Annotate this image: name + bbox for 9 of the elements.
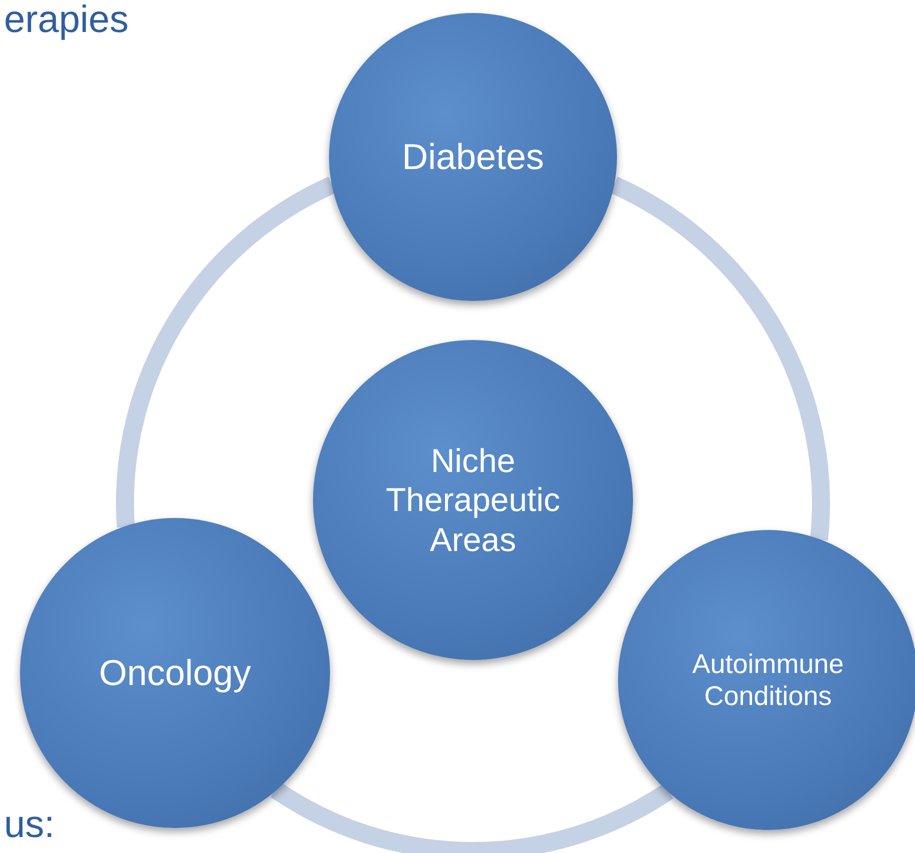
title-fragment: us: xyxy=(4,805,55,847)
node-label: Autoimmune Conditions xyxy=(691,648,845,712)
node-label: Diabetes xyxy=(402,135,544,179)
ring-connector xyxy=(116,176,336,528)
node-label: Oncology xyxy=(98,651,252,695)
title-fragment: erapies xyxy=(4,0,129,42)
ring-connector xyxy=(270,782,673,853)
node-label: Niche Therapeutic Areas xyxy=(384,440,562,560)
ring-connector xyxy=(610,176,830,540)
